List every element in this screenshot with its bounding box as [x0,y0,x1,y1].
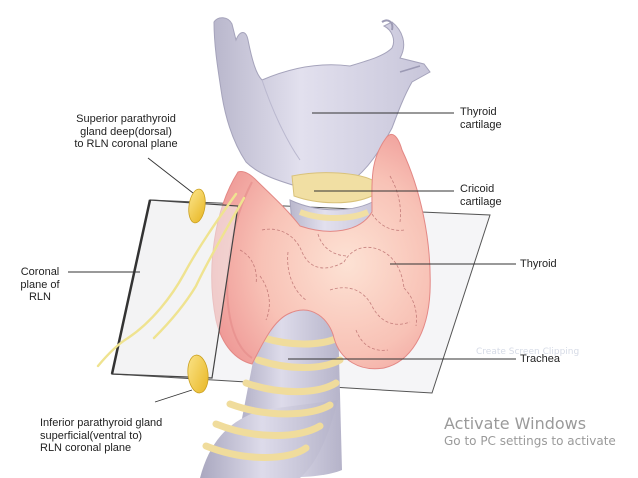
label-line: Cricoid [460,183,495,195]
label-cricoid-cartilage: Cricoid cartilage [460,183,502,208]
label-coronal-plane: Coronal plane of RLN [14,266,66,304]
label-line: Inferior parathyroid gland [40,417,163,429]
label-thyroid-cartilage: Thyroid cartilage [460,106,502,131]
label-thyroid: Thyroid [520,258,557,270]
label-line: Superior parathyroid [76,113,176,125]
label-line: RLN coronal plane [40,442,132,454]
activation-watermark-subtitle: Go to PC settings to activate [444,434,616,448]
leader-superior [147,157,194,194]
label-trachea: Trachea [520,353,560,365]
thyroid-cartilage [213,17,431,189]
label-inferior-parathyroid: Inferior parathyroid gland superficial(v… [40,417,162,455]
label-line: Thyroid [460,106,497,118]
label-superior-parathyroid: Superior parathyroid gland deep(dorsal) … [52,113,200,151]
label-line: cartilage [460,118,502,131]
label-line: cartilage [460,195,502,208]
label-line: gland deep(dorsal) [80,125,172,138]
label-line: plane of [20,278,60,291]
thyroid-gland [211,134,431,370]
superior-parathyroid-gland [188,188,206,224]
screen-clipping-ghost-text: Create Screen Clipping [476,347,580,357]
inferior-parathyroid-gland [187,354,209,394]
label-line: superficial(ventral to) [40,429,143,442]
label-line: Coronal [20,266,60,278]
label-line: to RLN coronal plane [74,138,178,150]
leader-inferior [154,389,193,403]
label-line: RLN [28,291,51,303]
recurrent-laryngeal-nerve [96,192,246,368]
activation-watermark-title: Activate Windows [444,414,587,433]
